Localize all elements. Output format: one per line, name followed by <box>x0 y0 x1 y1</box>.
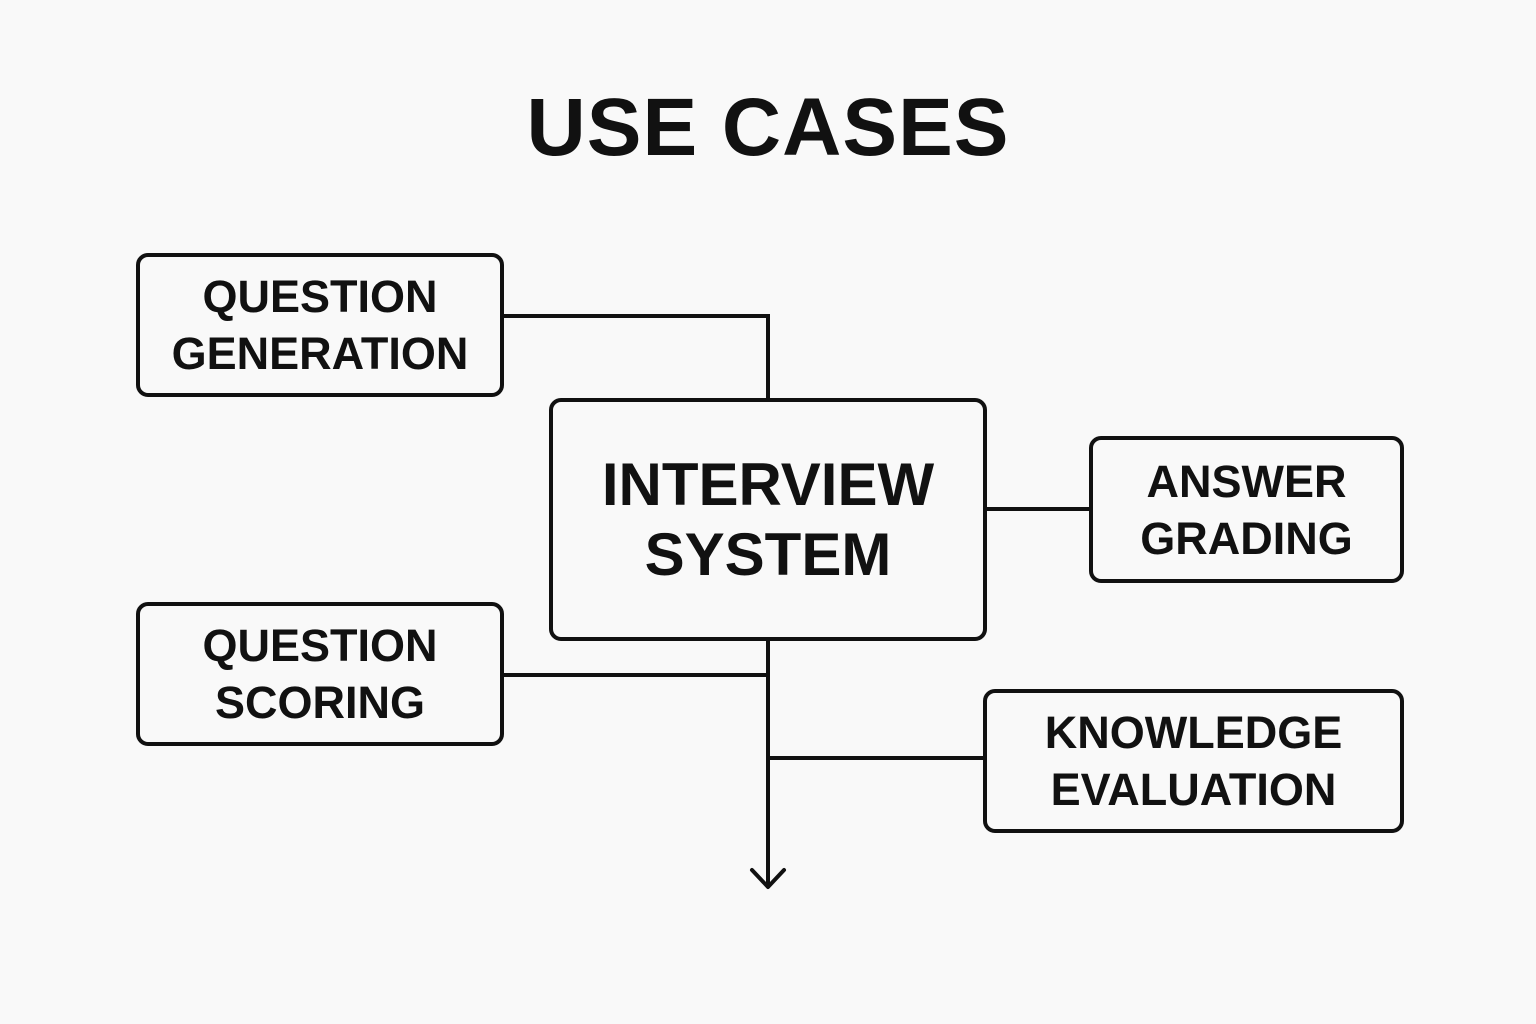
question-generation-box: QUESTION GENERATION <box>136 253 504 397</box>
arrowhead-down-icon <box>750 868 786 889</box>
question-scoring-label: QUESTION SCORING <box>202 620 438 728</box>
knowledge-evaluation-label: KNOWLEDGE EVALUATION <box>1044 707 1343 815</box>
diagram-title: USE CASES <box>526 82 1010 173</box>
interview-system-label: INTERVIEW SYSTEM <box>601 450 935 588</box>
question-scoring-box: QUESTION SCORING <box>136 602 504 746</box>
knowledge-evaluation-box: KNOWLEDGE EVALUATION <box>983 689 1404 833</box>
answer-grading-box: ANSWER GRADING <box>1089 436 1404 583</box>
answer-grading-label: ANSWER GRADING <box>1140 455 1353 564</box>
connector-question-generation <box>502 314 770 401</box>
interview-system-box: INTERVIEW SYSTEM <box>549 398 987 641</box>
question-generation-label: QUESTION GENERATION <box>171 271 469 379</box>
